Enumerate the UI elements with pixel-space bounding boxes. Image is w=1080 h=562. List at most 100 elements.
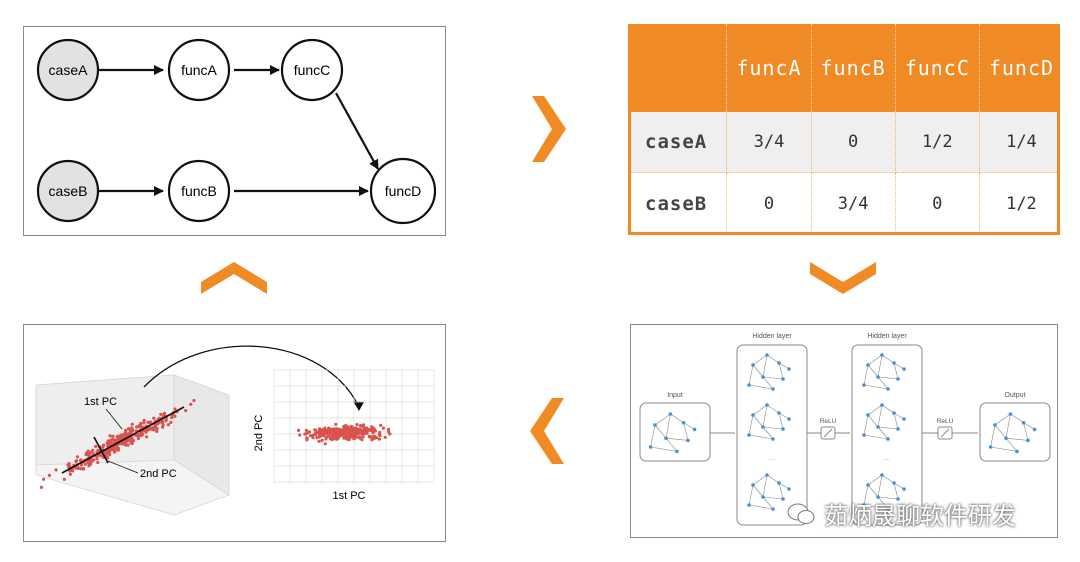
- data-point: [142, 418, 146, 422]
- graph-edge: [877, 376, 899, 380]
- data-point: [95, 456, 99, 460]
- graph-node: [988, 445, 993, 449]
- hidden-layer-1-graphs: [747, 353, 791, 511]
- graph-edge: [863, 364, 869, 386]
- data-point: [129, 441, 133, 445]
- data-point: [387, 427, 391, 431]
- graph-node: [902, 367, 906, 371]
- node-funcB: funcB: [167, 159, 231, 223]
- data-point: [322, 428, 326, 433]
- data-point: [321, 431, 325, 435]
- graph-edge: [1010, 413, 1024, 424]
- matrix-row: caseA 3/4 0 1/2 1/4: [631, 112, 1057, 173]
- graph-node: [880, 403, 884, 407]
- graph-edge: [748, 504, 774, 510]
- data-point: [169, 420, 173, 424]
- graph-node: [681, 421, 686, 425]
- data-point: [107, 450, 111, 455]
- graph-node: [787, 367, 791, 371]
- graph-edge: [752, 484, 764, 498]
- data-point: [74, 459, 78, 464]
- graph-node: [876, 495, 880, 499]
- data-point: [341, 433, 345, 437]
- data-point: [104, 450, 108, 454]
- matrix-col-header: funcC: [895, 24, 980, 112]
- node-caseB-label: caseB: [49, 183, 88, 199]
- graph-node: [751, 363, 755, 367]
- coverage-matrix: funcA funcB funcC funcD caseA 3/4 0 1/2 …: [631, 24, 1057, 232]
- data-point: [383, 435, 387, 439]
- data-point: [324, 429, 329, 433]
- data-point: [343, 436, 347, 440]
- graph-edge: [877, 426, 899, 430]
- matrix-corner: [631, 24, 728, 112]
- graph-node: [761, 425, 765, 429]
- data-point: [342, 425, 346, 429]
- graph-edge: [762, 354, 768, 378]
- graph-edge: [893, 362, 905, 370]
- graph-edge: [762, 404, 768, 428]
- graph-node: [771, 387, 775, 391]
- 2d-plot-grid: [273, 369, 435, 483]
- matrix-cell: 3/4: [726, 112, 812, 173]
- graph-edge: [1023, 422, 1029, 441]
- graph-edge: [877, 376, 889, 390]
- plot-xlabel: 1st PC: [332, 490, 365, 502]
- data-point: [166, 423, 170, 427]
- data-point: [111, 448, 115, 452]
- chevron-right-icon: [532, 96, 566, 162]
- data-point: [54, 468, 58, 472]
- graph-edge: [683, 422, 689, 441]
- graph-edge: [654, 413, 671, 426]
- matrix-row-header: caseB: [631, 172, 728, 232]
- plot-ylabel: 2nd PC: [253, 415, 265, 452]
- graph-node: [664, 436, 668, 440]
- call-graph: caseA funcA funcC caseB funcB funcD: [36, 38, 437, 225]
- graph-edge: [1005, 437, 1029, 441]
- graph-edge: [893, 482, 899, 500]
- graph-edge: [863, 484, 869, 506]
- data-point: [371, 428, 375, 432]
- graph-edge: [867, 414, 879, 428]
- graph-node: [886, 507, 890, 511]
- graph-node: [876, 425, 880, 429]
- graph-edge: [867, 474, 883, 486]
- relu-1-label: ReLU: [820, 418, 837, 425]
- data-point: [41, 477, 46, 481]
- matrix-col-header: funcA: [726, 24, 812, 112]
- data-point: [76, 466, 80, 470]
- data-point: [323, 442, 327, 446]
- data-point: [375, 436, 379, 440]
- graph-node: [1008, 412, 1013, 416]
- matrix-col-header: funcB: [811, 24, 896, 112]
- graph-edge: [762, 496, 774, 510]
- data-point: [98, 454, 103, 458]
- graph-node: [896, 377, 900, 381]
- data-point: [108, 434, 112, 438]
- graph-edge: [863, 414, 869, 436]
- data-point: [318, 434, 322, 438]
- data-point: [343, 430, 347, 434]
- data-point: [353, 427, 357, 431]
- graph-node: [781, 427, 785, 431]
- data-point: [347, 437, 351, 442]
- hidden-layer-1-label: Hidden layer: [752, 333, 792, 340]
- chevron-down-icon: [810, 262, 876, 294]
- data-point: [345, 433, 349, 437]
- graph-node: [777, 361, 781, 365]
- data-point: [297, 428, 301, 432]
- graph-edge: [762, 426, 774, 440]
- graph-edge: [893, 412, 905, 420]
- data-point: [47, 473, 51, 477]
- graph-node: [892, 411, 896, 415]
- graph-node: [866, 413, 870, 417]
- data-point: [309, 434, 313, 438]
- data-point: [377, 433, 382, 437]
- data-point: [86, 449, 90, 453]
- graph-node: [771, 437, 775, 441]
- graph-node: [761, 495, 765, 499]
- matrix-cell: 0: [811, 112, 896, 173]
- graph-edge: [752, 364, 764, 378]
- matrix-cell: 1/2: [979, 172, 1057, 232]
- data-point: [150, 427, 154, 431]
